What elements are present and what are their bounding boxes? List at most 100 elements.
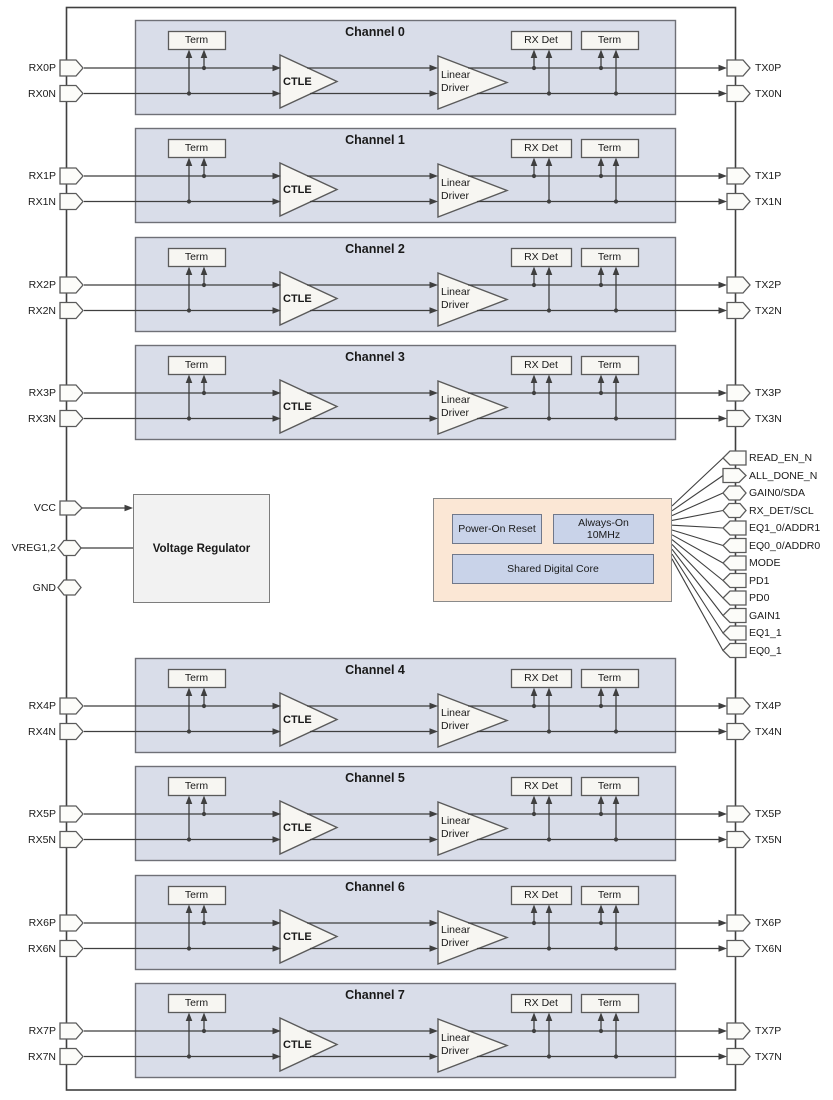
pin-RX4N [59,722,84,741]
pin-RX6N [59,939,84,958]
pin-label-RX_DET/SCL: RX_DET/SCL [749,504,814,517]
ctle-label-4: CTLE [283,714,312,726]
linear-driver-triangle-1 [437,162,509,219]
linear-driver-triangle-7 [437,1017,509,1074]
rx-det-label-2: RX Det [524,251,558,263]
pin-label-GAIN0/SDA: GAIN0/SDA [749,487,806,499]
pin-label-TX3N: TX3N [755,412,782,425]
linear-driver-label-5: Linear Driver [441,815,471,840]
term-out-label-6: Term [597,889,622,901]
pin-label-TX3P: TX3P [755,387,782,399]
always-on-10mhz-block: Always-On 10MHz [553,514,654,544]
pin-label-RX4N: RX4N [27,725,56,738]
ctle-label-6: CTLE [283,931,312,943]
pin-label-RX3P: RX3P [28,387,56,399]
pin-label-RX0N: RX0N [27,87,56,100]
pin-label-GAIN1: GAIN1 [749,609,781,622]
pin-label-ALL_DONE_N: ALL_DONE_N [749,469,818,482]
pin-label-TX6P: TX6P [755,917,782,929]
pin-GAIN1 [722,607,747,624]
power-on-reset-block: Power-On Reset [452,514,542,544]
pin-label-RX7N: RX7N [27,1050,56,1063]
pin-PD1 [722,572,747,589]
term-out-label-5: Term [597,780,622,792]
pin-TX4N [726,722,751,741]
pin-label-RX6P: RX6P [28,917,56,929]
pin-EQ0_1 [722,642,747,659]
linear-driver-label-6: Linear Driver [441,924,471,949]
channel-title-2: Channel 2 [345,242,405,256]
ctle-label-5: CTLE [283,822,312,834]
pin-TX4P [726,697,751,715]
pin-label-TX5P: TX5P [755,808,782,820]
pin-RX2P [59,276,84,294]
pin-label-RX4P: RX4P [28,700,56,712]
pin-TX2N [726,301,751,320]
pin-RX_DET/SCL [722,502,747,519]
term-out-label-4: Term [597,672,622,684]
linear-driver-label-7: Linear Driver [441,1032,471,1057]
shared-digital-core-block: Shared Digital Core [452,554,654,584]
pin-TX0N [726,84,751,103]
ctle-label-2: CTLE [283,293,312,305]
ctle-label-7: CTLE [283,1039,312,1051]
term-in-label-5: Term [184,780,209,792]
pin-label-RX3N: RX3N [27,412,56,425]
pin-EQ0_0/ADDR0 [722,537,747,554]
pin-EQ1_0/ADDR1 [722,520,747,536]
pin-TX6N [726,939,751,958]
pin-label-VREG1,2: VREG1,2 [11,542,56,554]
linear-driver-label-3: Linear Driver [441,394,471,419]
pin-label-EQ1_0/ADDR1: EQ1_0/ADDR1 [749,522,821,534]
channel-title-3: Channel 3 [345,350,405,364]
pin-RX0P [59,59,84,77]
pin-TX1N [726,192,751,211]
pin-TX6P [726,914,751,932]
term-in-label-2: Term [184,251,209,263]
power-on-reset-label: Power-On Reset [458,522,536,535]
pin-ALL_DONE_N [722,467,747,484]
linear-driver-triangle-2 [437,271,509,328]
pin-RX7N [59,1047,84,1066]
rx-det-label-4: RX Det [524,672,558,684]
pin-label-TX2N: TX2N [755,304,782,317]
pin-TX3P [726,384,751,402]
pin-TX1P [726,167,751,185]
rx-det-label-7: RX Det [524,997,558,1009]
term-out-label-0: Term [597,34,622,46]
rx-det-label-5: RX Det [524,780,558,792]
linear-driver-triangle-3 [437,379,509,436]
pin-label-TX5N: TX5N [755,833,782,846]
linear-driver-triangle-5 [437,800,509,857]
channel-title-7: Channel 7 [345,988,405,1002]
pin-RX1P [59,167,84,185]
pin-TX7P [726,1022,751,1040]
pin-RX6P [59,914,84,932]
pin-label-TX0P: TX0P [755,62,782,74]
linear-driver-label-1: Linear Driver [441,177,471,202]
pin-TX3N [726,409,751,428]
linear-driver-triangle-0 [437,54,509,111]
shared-digital-core-label: Shared Digital Core [507,562,599,575]
pin-VREG1,2 [57,539,82,557]
pin-label-RX1P: RX1P [28,170,56,182]
pin-TX7N [726,1047,751,1066]
rx-det-label-6: RX Det [524,889,558,901]
pin-RX2N [59,301,84,320]
pin-RX7P [59,1022,84,1040]
rx-det-label-0: RX Det [524,34,558,46]
pin-PD0 [722,590,747,606]
rx-det-label-1: RX Det [524,142,558,154]
pin-RX4P [59,697,84,715]
term-out-label-2: Term [597,251,622,263]
always-on-10mhz-label: Always-On 10MHz [578,516,629,542]
term-in-label-4: Term [184,672,209,684]
pin-VCC [59,500,83,516]
pin-label-RX5P: RX5P [28,808,56,820]
pin-label-RX0P: RX0P [28,62,56,74]
shared-digital-block: Power-On Reset Always-On 10MHz Shared Di… [433,498,672,602]
pin-label-TX1P: TX1P [755,170,782,182]
rx-det-label-3: RX Det [524,359,558,371]
voltage-regulator-label: Voltage Regulator [152,542,251,555]
